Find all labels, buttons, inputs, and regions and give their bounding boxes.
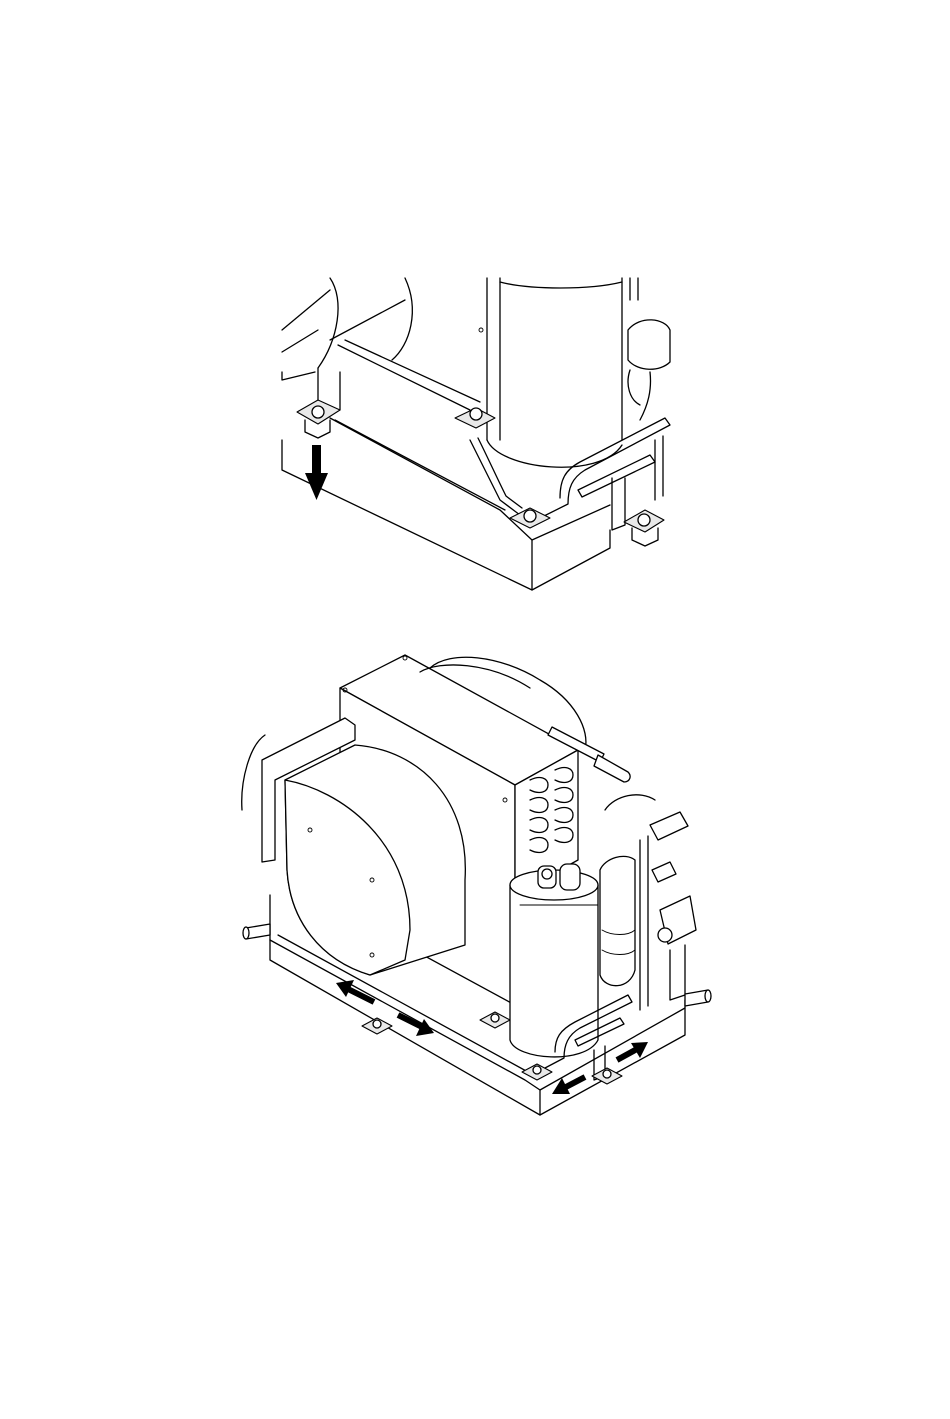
- tray-pin-right: [685, 990, 711, 1006]
- accumulator: [600, 856, 635, 985]
- base-tray: [282, 340, 610, 590]
- receiver-partial: [628, 278, 670, 420]
- suction-pipe: [470, 440, 520, 515]
- overview-drawing: [0, 620, 950, 1140]
- overview-figure: [0, 620, 950, 1140]
- compressor: [510, 864, 598, 1057]
- pipe-stub: [594, 755, 630, 782]
- foot-left: [362, 1018, 392, 1034]
- rubber-foot-right: [624, 510, 664, 546]
- rubber-foot-compressor: [455, 408, 495, 428]
- foot-compressor: [480, 1012, 510, 1028]
- suction-pipe-inner: [478, 438, 522, 508]
- arrow-up-left: [336, 980, 374, 1002]
- detail-drawing: [0, 0, 950, 620]
- arrow-down-left: [552, 1077, 585, 1094]
- arrow-down: [305, 445, 328, 500]
- foot-right: [592, 1068, 622, 1084]
- tray-pin-left: [243, 924, 270, 939]
- compressor-partial: [479, 278, 622, 467]
- detail-figure: [0, 0, 950, 620]
- rubber-foot-left: [297, 368, 340, 438]
- fan-housing-partial: [282, 278, 412, 368]
